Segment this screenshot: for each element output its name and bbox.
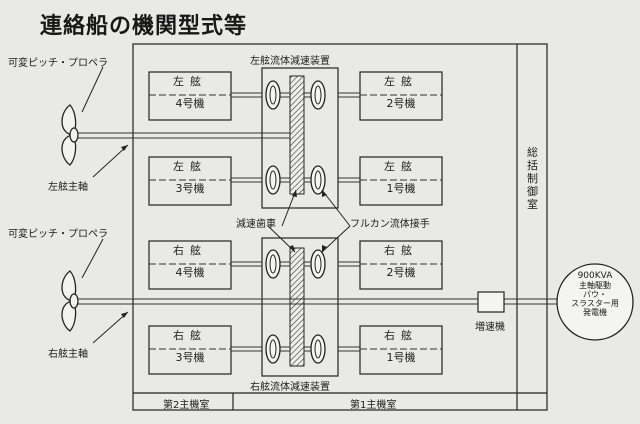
generator-bow: パウ・ — [583, 290, 607, 299]
speed-increaser-label: 増速機 — [475, 322, 505, 333]
engine-number: 2号機 — [386, 97, 416, 110]
engine-number: 4号機 — [175, 266, 205, 279]
engine-box-s4 — [148, 240, 232, 290]
engine-number: 1号機 — [386, 351, 416, 364]
generator-name: 発電機 — [583, 308, 607, 317]
engine-side: 右舷 — [173, 329, 207, 342]
generator-circle — [556, 263, 634, 341]
engine-box-p2 — [359, 71, 443, 121]
stbd-gear-box — [261, 237, 339, 377]
engine-number: 3号機 — [175, 182, 205, 195]
engine-p1: 左舷 1号機 — [360, 160, 442, 195]
engine-side: 左舷 — [384, 160, 418, 173]
generator-rating: 900KVA — [577, 271, 613, 281]
speed-increaser-box — [477, 291, 505, 313]
generator-drive: 主軸駆動 — [579, 281, 611, 290]
generator-label: 900KVA 主軸駆動 パウ・ スラスター用 発電機 — [562, 271, 628, 318]
engine-s4: 右舷 4号機 — [149, 244, 231, 279]
engine-box-s1 — [359, 325, 443, 375]
engine-p3: 左舷 3号機 — [149, 160, 231, 195]
propeller-label-bottom: 可変ピッチ・プロペラ — [8, 229, 108, 240]
port-reduction-gear — [289, 75, 305, 195]
outer-frame — [132, 43, 548, 411]
engine-box-s3 — [148, 325, 232, 375]
engine-box-p3 — [148, 156, 232, 206]
diagram-title: 連絡船の機関型式等 — [40, 14, 248, 39]
reduction-gear-label: 減速歯車 — [236, 219, 276, 230]
engine-s3: 右舷 3号機 — [149, 329, 231, 364]
port-gear-label: 左舷流体減速装置 — [250, 56, 330, 67]
engine-side: 左舷 — [173, 160, 207, 173]
engine-side: 右舷 — [173, 244, 207, 257]
engine-s1: 右舷 1号機 — [360, 329, 442, 364]
stbd-gear-label: 右舷流体減速装置 — [250, 382, 330, 393]
room-1-label: 第1主機室 — [350, 400, 397, 411]
stbd-shaft-label: 右舷主軸 — [48, 349, 88, 360]
engine-s2: 右舷 2号機 — [360, 244, 442, 279]
engine-number: 2号機 — [386, 266, 416, 279]
engine-side: 右舷 — [384, 244, 418, 257]
port-shaft-label: 左舷主軸 — [48, 182, 88, 193]
stbd-reduction-gear — [289, 247, 305, 367]
engine-side: 左舷 — [384, 75, 418, 88]
port-propeller — [61, 104, 79, 166]
engine-side: 右舷 — [384, 329, 418, 342]
generator-thruster: スラスター用 — [571, 299, 619, 308]
engine-box-p1 — [359, 156, 443, 206]
engine-box-p4 — [148, 71, 232, 121]
fulcan-coupling-label: フルカン流体接手 — [350, 219, 430, 230]
engine-number: 1号機 — [386, 182, 416, 195]
engine-p2: 左舷 2号機 — [360, 75, 442, 110]
engine-side: 左舷 — [173, 75, 207, 88]
control-room-label: 総括制御室 — [527, 146, 538, 211]
engine-number: 4号機 — [175, 97, 205, 110]
engine-number: 3号機 — [175, 351, 205, 364]
engine-p4: 左舷 4号機 — [149, 75, 231, 110]
engine-box-s2 — [359, 240, 443, 290]
propeller-label-top: 可変ピッチ・プロペラ — [8, 58, 108, 69]
room-2-label: 第2主機室 — [163, 400, 210, 411]
stbd-propeller — [61, 270, 79, 332]
